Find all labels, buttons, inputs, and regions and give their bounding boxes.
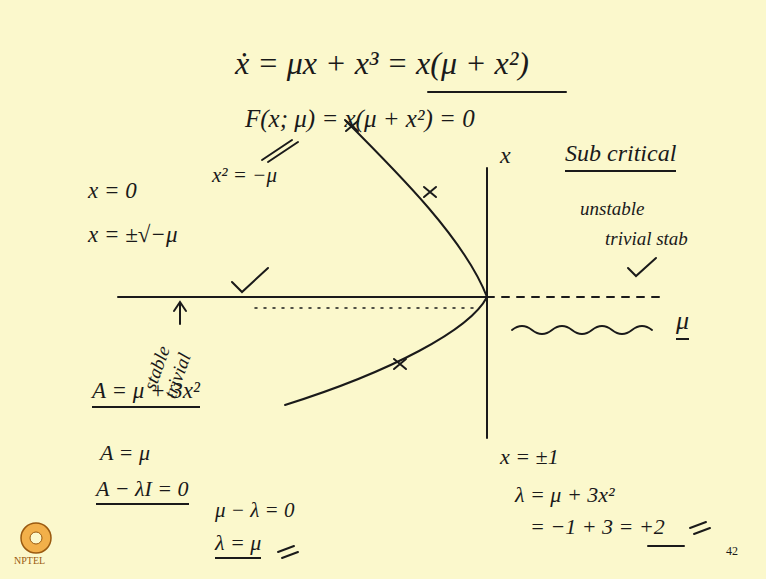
leader-line [268, 142, 298, 162]
logo-hub [30, 532, 42, 544]
tick-marks [278, 546, 298, 558]
eigenvalue: λ = μ [215, 530, 261, 559]
unstable-branch [487, 296, 665, 298]
upper-branch [345, 120, 487, 297]
x-axis [486, 168, 488, 438]
eigen-equation: μ − λ = 0 [215, 498, 294, 522]
mu-axis [118, 296, 487, 298]
logo-text: NPTEL [14, 555, 45, 567]
lower-branch [285, 297, 487, 405]
wavy-line [512, 326, 652, 334]
axis-label: x [500, 142, 511, 170]
pointer-arrow [179, 304, 181, 324]
arrow-head [174, 302, 186, 311]
check-mark [232, 268, 268, 292]
page-number: 42 [726, 545, 738, 559]
axis-label: μ [676, 306, 689, 340]
eigenvalue: λ = μ + 3x² [515, 482, 615, 507]
sample-value: x = ±1 [500, 444, 559, 469]
nptel-logo [21, 523, 51, 553]
branch-equation: x² = −μ [212, 163, 277, 187]
jacobian-equation: A = μ [100, 440, 150, 465]
stability-note: unstable [580, 198, 644, 220]
logo-disc [21, 523, 51, 553]
cross-mark [394, 359, 406, 369]
underline [428, 91, 566, 93]
fixed-point-equation: F(x; μ) = x(μ + x²) = 0 [245, 105, 475, 134]
eigenvalue: = −1 + 3 = +2 [530, 514, 665, 539]
stability-note: trivial stab [605, 228, 688, 250]
cross-mark [424, 187, 436, 197]
fixed-point: x = 0 [88, 178, 137, 204]
dotted-line [255, 307, 478, 309]
bifurcation-type: Sub critical [565, 140, 676, 172]
check-mark [628, 258, 656, 276]
fixed-point: x = ±√−μ [88, 222, 178, 248]
underline [648, 545, 684, 547]
main-equation: ẋ = μx + x³ = x(μ + x²) [235, 45, 529, 82]
tick-marks [690, 522, 710, 534]
eigen-equation: A − λI = 0 [96, 476, 189, 505]
jacobian-equation: A = μ + 3x² [92, 378, 200, 408]
